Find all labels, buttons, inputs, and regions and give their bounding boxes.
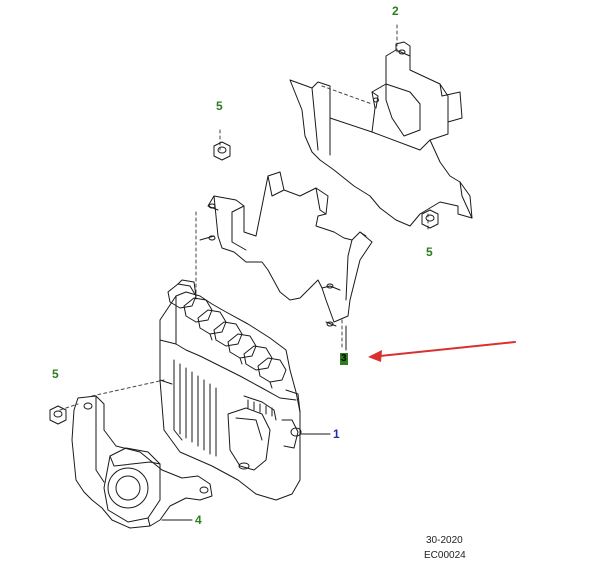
callout-3: 3 (340, 353, 348, 365)
lower-support-bracket (71, 395, 213, 529)
fitment-lines (59, 21, 429, 411)
leader-lines (161, 325, 347, 521)
retaining-nut-upper (213, 141, 231, 161)
connector-block (167, 279, 287, 389)
callout-5-right: 5 (426, 245, 433, 259)
illustration-code: EC00024 (424, 550, 466, 561)
callout-4: 4 (195, 513, 202, 527)
cooling-fins (173, 359, 217, 457)
red-pointer-arrow (368, 341, 516, 362)
retaining-nut-right (421, 209, 439, 229)
engine-control-module (159, 279, 302, 501)
section-reference: 30-2020 (426, 535, 463, 546)
retaining-nut-left (49, 405, 67, 425)
callout-2: 2 (392, 4, 399, 18)
callout-5-upper: 5 (216, 99, 223, 113)
rear-mounting-bracket (289, 41, 473, 227)
callout-1: 1 (333, 427, 340, 441)
front-mounting-bracket (199, 171, 373, 327)
callout-5-left: 5 (52, 367, 59, 381)
